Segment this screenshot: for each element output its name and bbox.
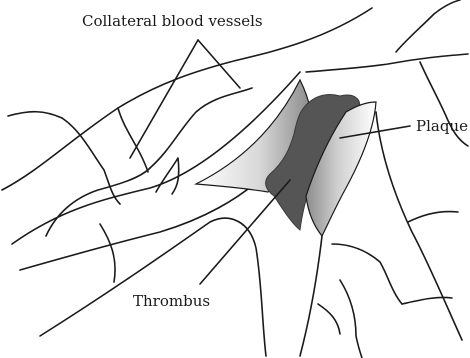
collateral-vessel	[318, 304, 340, 334]
collateral-vessel	[118, 108, 148, 172]
thrombus-leader	[200, 180, 290, 284]
collateral-leader-left	[130, 40, 198, 158]
collateral-vessel	[340, 280, 362, 358]
collateral-vessel	[150, 88, 252, 168]
plaque-label: Plaque	[416, 117, 468, 135]
main-artery	[12, 54, 468, 356]
collateral-leader-right	[198, 40, 240, 88]
occlusion	[196, 80, 376, 236]
thrombus-label: Thrombus	[133, 292, 210, 310]
collateral-vessels-label: Collateral blood vessels	[82, 12, 263, 30]
collateral-vessel	[100, 224, 115, 282]
collateral-vessel	[62, 118, 120, 204]
artery-lower-branch-wall	[40, 218, 266, 356]
collateral-vessel	[408, 211, 458, 222]
collateral-vessel	[8, 112, 62, 118]
collateral-vessel	[332, 244, 402, 304]
artery-far-right-wall	[376, 112, 462, 340]
collateral-vessel	[156, 158, 179, 194]
collateral-vessel	[396, 0, 460, 52]
artery-upper-right-wall	[306, 54, 468, 72]
